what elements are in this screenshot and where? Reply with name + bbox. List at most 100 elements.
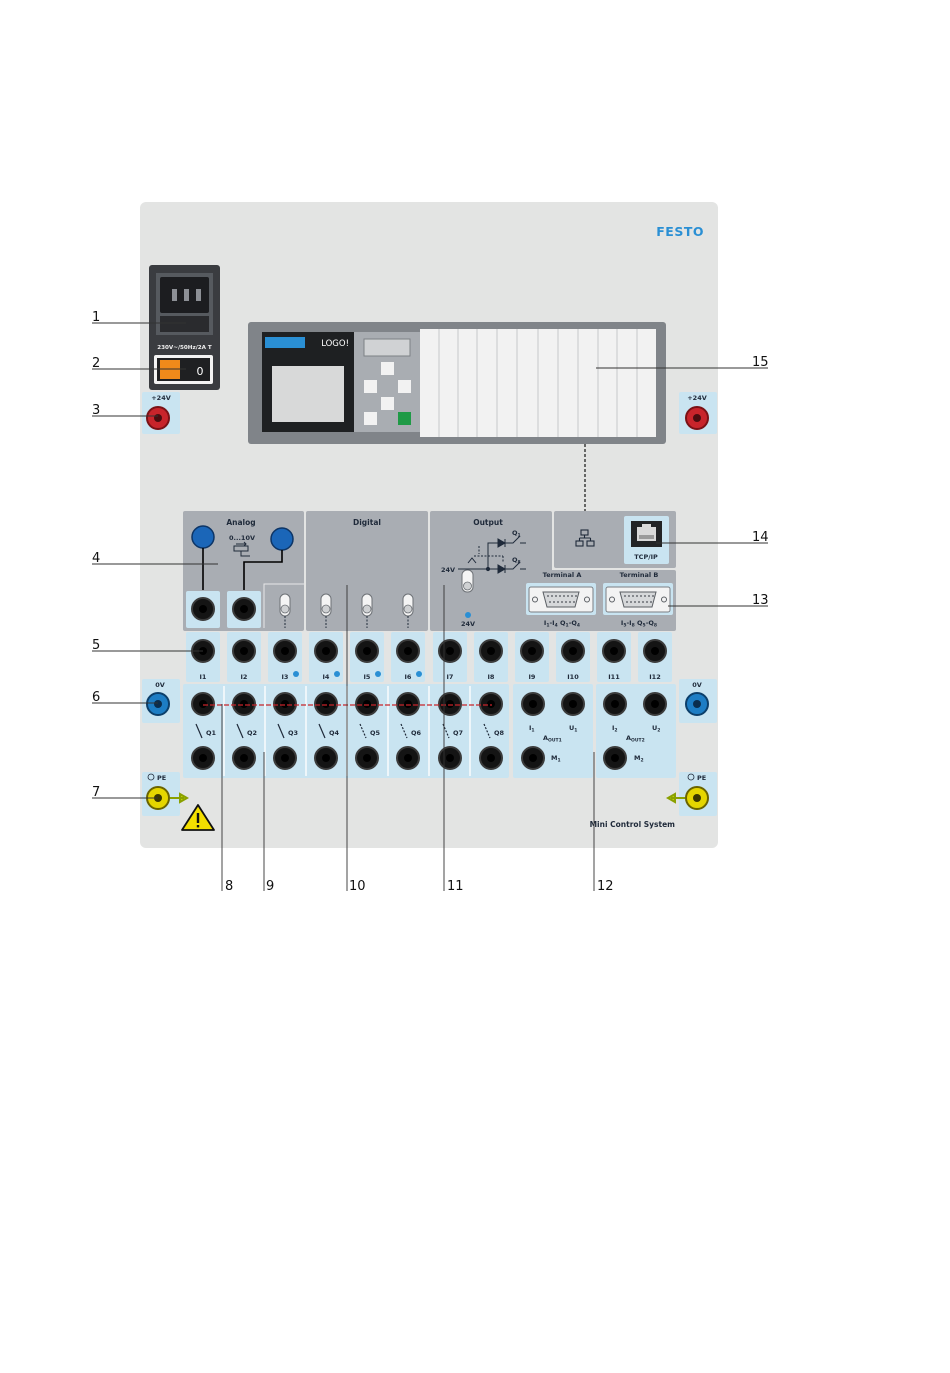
plc-name: LOGO! <box>321 339 349 349</box>
dsub-pin <box>650 601 652 603</box>
output-socket-top-Q6[interactable] <box>397 693 419 715</box>
plc-key-up[interactable] <box>381 362 394 375</box>
callout-12: 12 <box>597 879 614 894</box>
aout1-m-socket[interactable] <box>522 747 544 769</box>
output-socket-top-Q3[interactable] <box>274 693 296 715</box>
input-label: I10 <box>567 673 579 681</box>
aout1-u-socket[interactable] <box>562 693 584 715</box>
callout-6: 6 <box>92 690 100 705</box>
dsub-pin <box>553 601 555 603</box>
input-socket-I6[interactable] <box>397 640 419 662</box>
aout2-i-socket[interactable] <box>604 693 626 715</box>
plc-key-ok[interactable] <box>398 412 411 425</box>
plc-display <box>272 366 344 422</box>
input-socket-I11[interactable] <box>603 640 625 662</box>
callout-8: 8 <box>225 879 233 894</box>
plc-key-right[interactable] <box>398 380 411 393</box>
analog-potentiometer-1[interactable] <box>192 526 214 548</box>
dsub-pin <box>626 601 628 603</box>
input-label: I7 <box>447 673 454 681</box>
output-socket-bottom-Q6[interactable] <box>397 747 419 769</box>
dsub-pin <box>640 595 642 597</box>
dsub-pin <box>563 595 565 597</box>
zero-v-right: 0V <box>679 679 717 723</box>
analog-potentiometer-2[interactable] <box>271 528 293 550</box>
output-socket-bottom-Q8[interactable] <box>480 747 502 769</box>
input-label: I8 <box>488 673 495 681</box>
dsub-pin <box>634 601 636 603</box>
plc-key-down[interactable] <box>381 397 394 410</box>
callout-11: 11 <box>447 879 464 894</box>
input-socket-I4[interactable] <box>315 640 337 662</box>
output-section-label: Output <box>473 518 503 527</box>
terminal-a-sub-dsub-connector[interactable] <box>529 587 593 612</box>
dsub-pin <box>628 595 630 597</box>
plus24v-right: +24V <box>679 392 717 434</box>
output-socket-top-Q2[interactable] <box>233 693 255 715</box>
dsub-pin <box>652 595 654 597</box>
pe-right-label: PE <box>697 774 706 782</box>
zero-v-right-label: 0V <box>692 681 702 689</box>
output-socket-bottom-Q2[interactable] <box>233 747 255 769</box>
input-led <box>375 671 381 677</box>
output-socket-top-Q7[interactable] <box>439 693 461 715</box>
input-socket-I12[interactable] <box>644 640 666 662</box>
aout2-m-socket[interactable] <box>604 747 626 769</box>
callout-13: 13 <box>752 593 769 608</box>
input-led <box>334 671 340 677</box>
output-toggle-switch[interactable] <box>462 570 473 592</box>
input-label: I2 <box>241 673 248 681</box>
dsub-pin <box>549 601 551 603</box>
aout1-i-socket[interactable] <box>522 693 544 715</box>
dsub-pin <box>644 595 646 597</box>
dsub-pin <box>648 595 650 597</box>
dsub-pin <box>638 601 640 603</box>
input-socket-I9[interactable] <box>521 640 543 662</box>
callout-1: 1 <box>92 310 100 325</box>
output-socket-top-Q4[interactable] <box>315 693 337 715</box>
output-socket-bottom-Q7[interactable] <box>439 747 461 769</box>
terminal-b-sub-dsub-connector[interactable] <box>606 587 670 612</box>
power-switch-state: 0 <box>197 365 204 378</box>
input-label: I6 <box>405 673 412 681</box>
aout2-u-socket[interactable] <box>644 693 666 715</box>
output-socket-bottom-Q4[interactable] <box>315 747 337 769</box>
input-socket-I8[interactable] <box>480 640 502 662</box>
input-socket-I7[interactable] <box>439 640 461 662</box>
pe-left-label: PE <box>157 774 166 782</box>
dsub-pin <box>571 595 573 597</box>
plc-key-left[interactable] <box>364 380 377 393</box>
dsub-pin <box>646 601 648 603</box>
output-socket-top-Q5[interactable] <box>356 693 378 715</box>
output-label: Q7 <box>453 729 463 737</box>
output-label: Q5 <box>370 729 381 737</box>
output-socket-top-Q8[interactable] <box>480 693 502 715</box>
panel-name: Mini Control System <box>590 820 676 829</box>
output-24v-led <box>465 612 471 618</box>
output-socket-bottom-Q5[interactable] <box>356 747 378 769</box>
terminal-b-label: Terminal B <box>620 571 659 579</box>
dsub-pin <box>642 601 644 603</box>
callout-14: 14 <box>752 530 769 545</box>
input-socket-I10[interactable] <box>562 640 584 662</box>
output-socket-top-Q1[interactable] <box>192 693 214 715</box>
fuse-rating: 230V~/50Hz/2A T <box>157 345 212 351</box>
dsub-pin <box>575 595 577 597</box>
input-socket-I5[interactable] <box>356 640 378 662</box>
dsub-pin <box>559 595 561 597</box>
callout-15: 15 <box>752 355 769 370</box>
output-socket-bottom-Q3[interactable] <box>274 747 296 769</box>
power-switch-rocker[interactable] <box>160 360 180 379</box>
dsub-pin <box>547 595 549 597</box>
input-socket-I2[interactable] <box>233 640 255 662</box>
output-socket-bottom-Q1[interactable] <box>192 747 214 769</box>
input-socket-I3[interactable] <box>274 640 296 662</box>
dsub-pin <box>624 595 626 597</box>
output-label: Q1 <box>206 729 217 737</box>
zero-v-left: 0V <box>142 679 180 723</box>
plc-key-esc[interactable] <box>364 412 377 425</box>
power-inlet-block: 230V~/50Hz/2A T 0 <box>149 265 220 390</box>
logo-plc: LOGO! <box>248 322 666 444</box>
plus24v-left-label: +24V <box>151 394 171 402</box>
callout-4: 4 <box>92 551 100 566</box>
